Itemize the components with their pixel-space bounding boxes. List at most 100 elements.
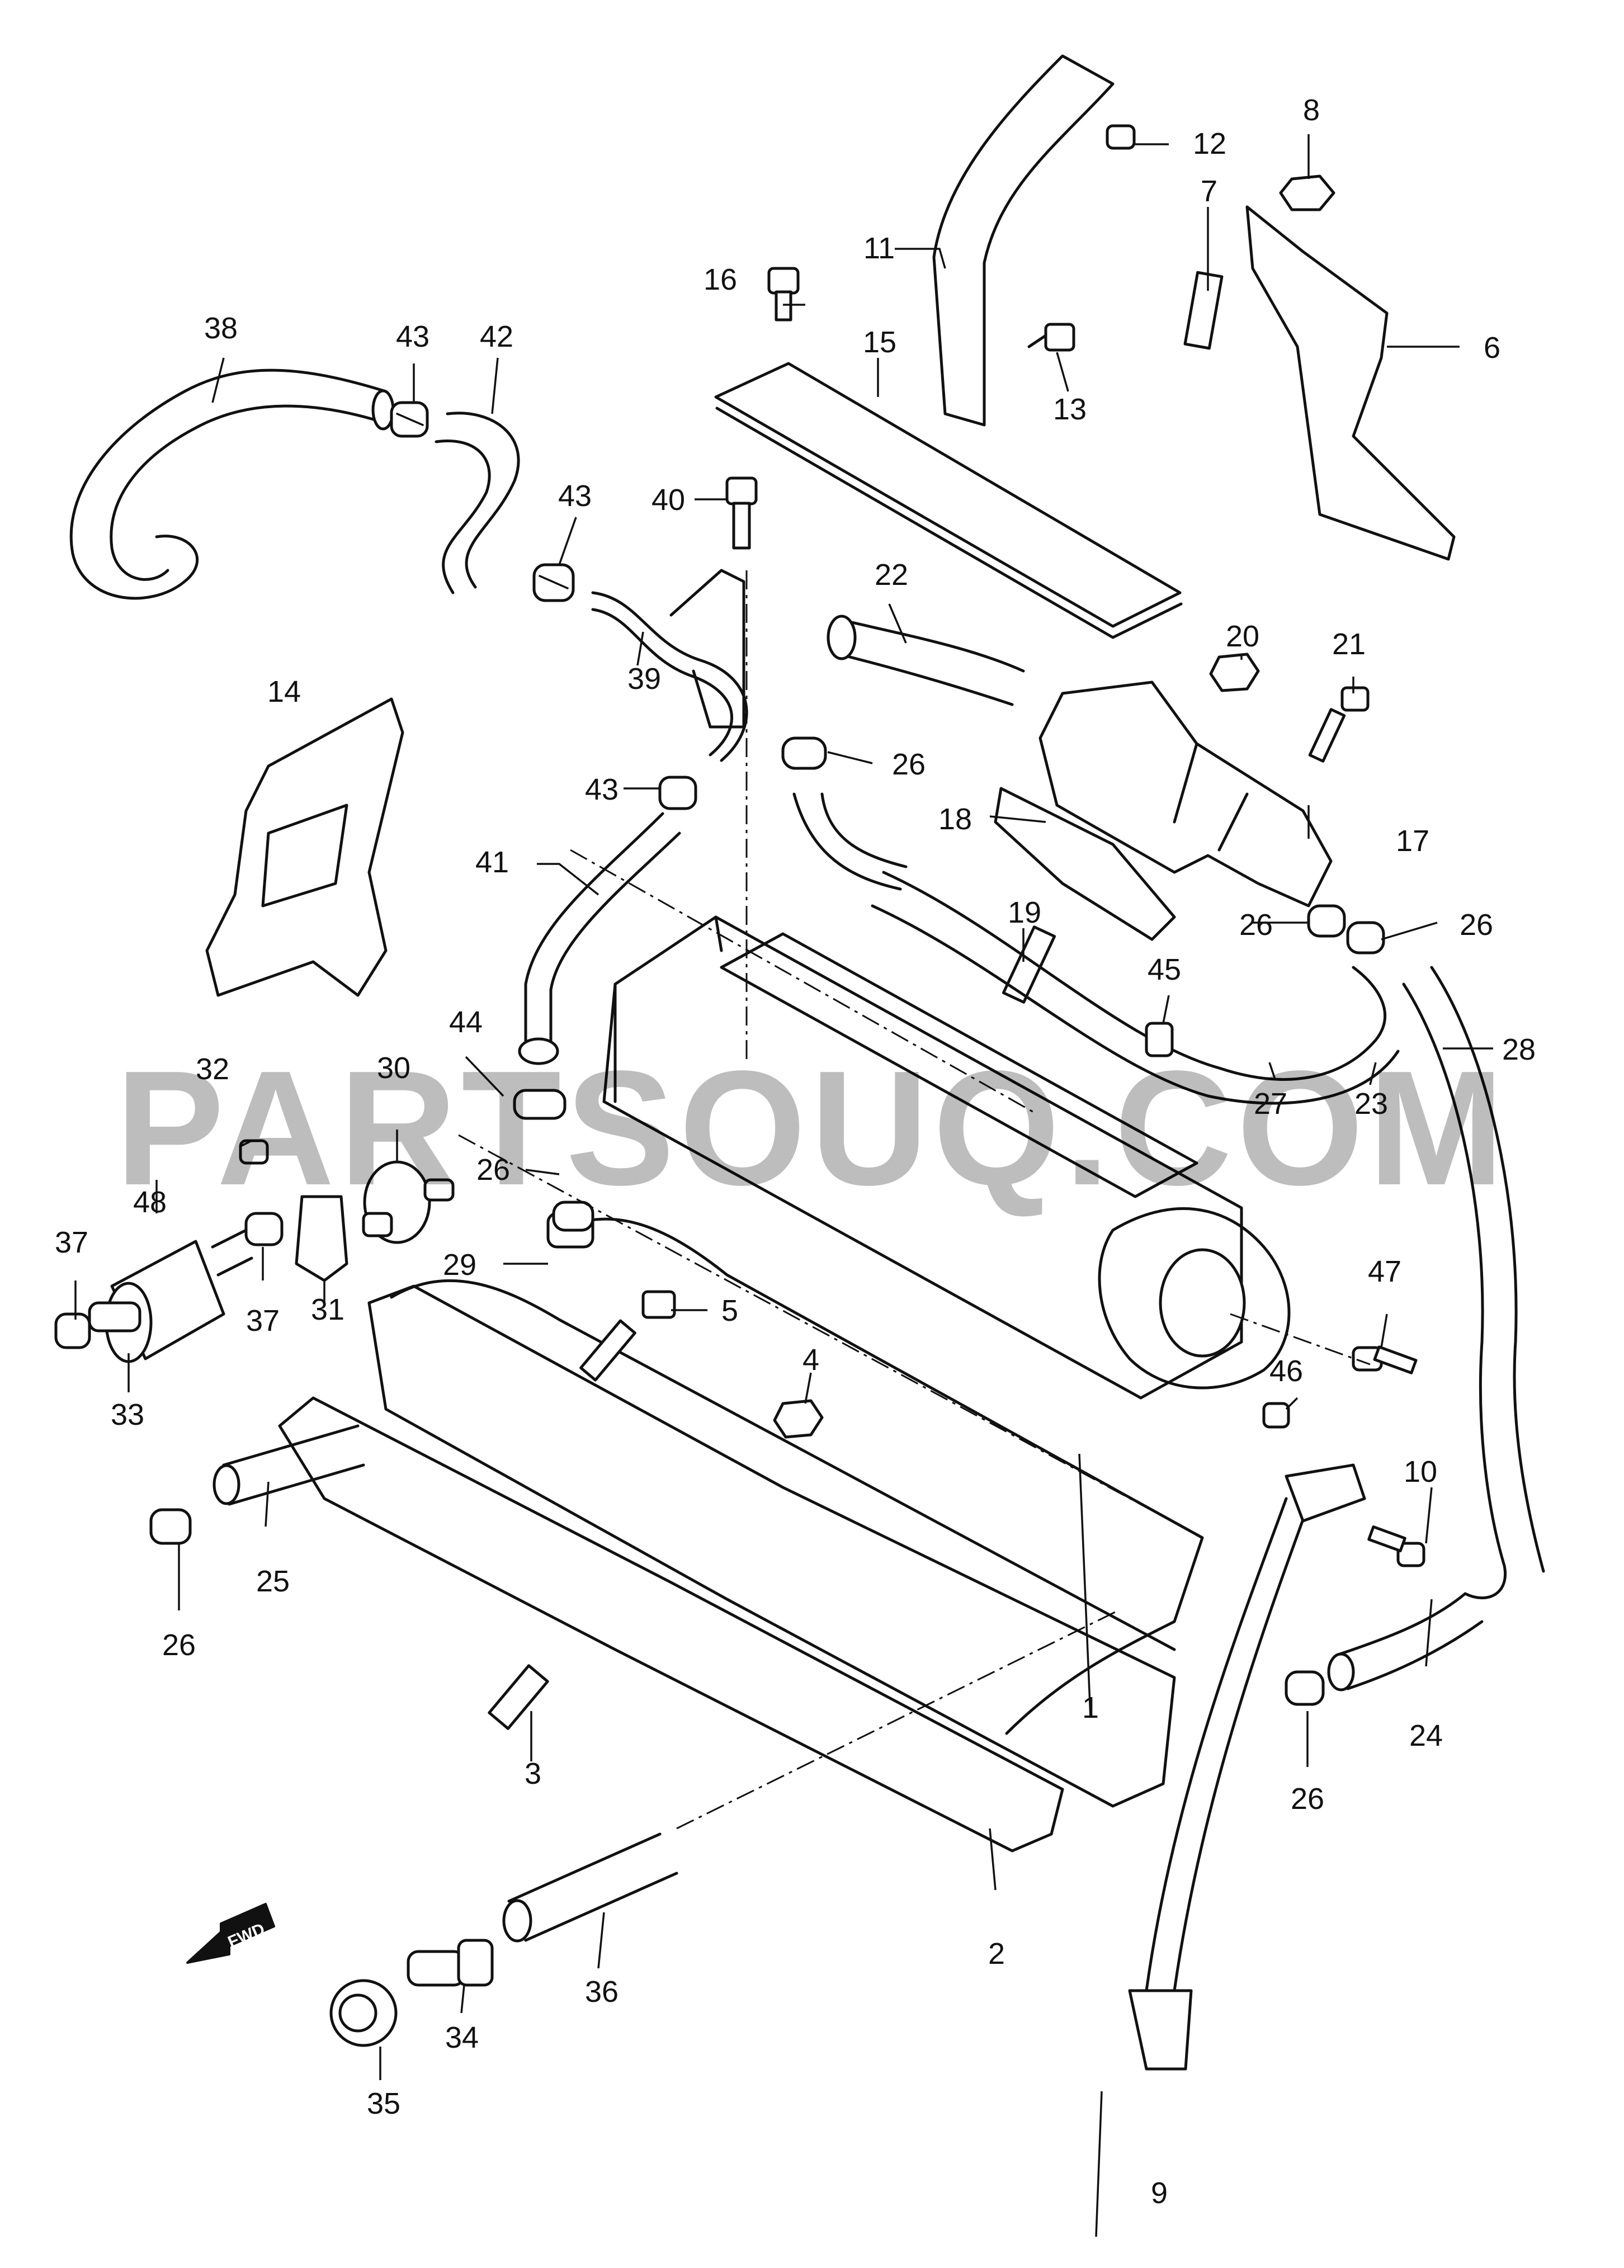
pipe-25: [222, 1424, 365, 1506]
callout-12: 12: [1193, 127, 1226, 160]
ground-wire-9-terminal: [1128, 1989, 1193, 2071]
clamp-26-e: [149, 1508, 192, 1545]
hose-41: [524, 812, 681, 1053]
callout-35: 35: [367, 2087, 400, 2120]
clamp-26-a: [781, 736, 827, 770]
callout-46: 46: [1269, 1354, 1303, 1388]
hose-22: [837, 619, 1025, 706]
clamp-37-right: [244, 1212, 284, 1246]
callout-5: 5: [721, 1294, 738, 1327]
watermark-text: PARTSOUQ.COM: [115, 1037, 1508, 1219]
callout-43-a: 43: [396, 320, 429, 353]
callout-21: 21: [1332, 627, 1366, 661]
callout-8: 8: [1303, 93, 1320, 127]
callout-33: 33: [111, 1398, 144, 1431]
callout-36: 36: [585, 1975, 619, 2009]
sleeve-45: [1145, 1022, 1174, 1057]
clamp-26-d: [552, 1201, 594, 1232]
callout-30: 30: [377, 1051, 410, 1085]
callout-7: 7: [1201, 174, 1217, 208]
fwd-direction-badge: FWD: [186, 1903, 275, 1964]
callout-25: 25: [256, 1565, 290, 1598]
callout-26-b: 26: [1239, 908, 1273, 942]
callout-26-d: 26: [476, 1153, 510, 1187]
nut-4: [773, 1399, 824, 1439]
pipe-25-end: [213, 1464, 240, 1505]
callout-19: 19: [1008, 896, 1041, 929]
manifold-flange: [367, 1284, 1176, 1808]
callout-26-f: 26: [1291, 1782, 1324, 1816]
callout-14: 14: [267, 675, 301, 708]
ground-wire-9-lug: [1285, 1463, 1366, 1523]
canister-48: [105, 1228, 253, 1363]
callout-26-e: 26: [162, 1628, 196, 1662]
callout-24: 24: [1409, 1719, 1443, 1752]
bracket-14: [205, 697, 404, 997]
clamp-43-top: [390, 401, 429, 438]
nut-8: [1279, 174, 1335, 211]
alignment-lines: [458, 570, 1371, 1830]
clamp-26-f: [1285, 1670, 1325, 1706]
fitting-34: [407, 1939, 494, 1987]
hose-26-upper: [792, 792, 908, 891]
hose-27: [871, 871, 1400, 1105]
part-drawings: [54, 54, 1545, 2071]
callout-43-b: 43: [558, 479, 592, 513]
callout-26-c: 26: [1460, 908, 1493, 942]
callout-26-a: 26: [892, 748, 926, 781]
callout-4: 4: [802, 1343, 819, 1377]
clamp-44: [513, 1089, 566, 1120]
callout-23: 23: [1354, 1087, 1388, 1121]
callout-16: 16: [704, 263, 737, 296]
callout-10: 10: [1404, 1455, 1437, 1489]
hose-42: [435, 412, 520, 594]
callout-27: 27: [1254, 1087, 1287, 1121]
callout-34: 34: [445, 2021, 479, 2054]
clamp-26-b: [1307, 904, 1346, 938]
callout-28: 28: [1502, 1033, 1536, 1066]
callout-40: 40: [652, 483, 685, 517]
screw-32: [239, 1139, 269, 1165]
hose-41-end: [518, 1037, 559, 1065]
cover-plate-15: [714, 362, 1183, 639]
callout-6: 6: [1484, 331, 1500, 365]
callout-29: 29: [443, 1248, 476, 1282]
bracket-11: [932, 54, 1115, 427]
callout-3: 3: [525, 1757, 541, 1790]
hose-24: [1335, 1592, 1484, 1690]
screw-16: [767, 267, 800, 322]
callout-38: 38: [204, 311, 238, 345]
clamp-37-left: [54, 1312, 91, 1349]
clamp-43-mid: [532, 563, 575, 602]
callout-11: 11: [863, 231, 895, 265]
callout-32: 32: [196, 1052, 229, 1086]
leader-lines: [74, 134, 1493, 2237]
valve-17: [1038, 681, 1333, 908]
gasket-18: [994, 787, 1176, 941]
bracket-6: [1245, 205, 1456, 561]
pipe-36-end: [502, 1899, 532, 1943]
callout-47: 47: [1368, 1255, 1401, 1288]
callout-39: 39: [627, 662, 661, 696]
callout-labels: 1 2 3 4 5 6 7 8 9 10 11 12 13 14 15 16 1…: [55, 93, 1536, 2210]
callout-18: 18: [938, 802, 972, 836]
pipe-36: [507, 1832, 678, 1942]
bracket-31: [295, 1195, 348, 1282]
callout-41: 41: [475, 845, 509, 879]
callout-45: 45: [1148, 953, 1181, 986]
bolt-47: [1352, 1345, 1418, 1374]
clamp-26-c: [1346, 921, 1385, 955]
hose-22-end: [827, 615, 857, 660]
bolt-40: [725, 476, 758, 550]
hose-38: [69, 368, 395, 600]
nipple-33: [88, 1301, 141, 1333]
stud-7: [1183, 271, 1224, 350]
throttle-body: [1098, 1207, 1291, 1390]
callout-48: 48: [133, 1185, 167, 1219]
callout-22: 22: [875, 558, 908, 592]
callout-1: 1: [1082, 1691, 1099, 1724]
callout-44: 44: [449, 1005, 483, 1039]
callout-9: 9: [1151, 2176, 1168, 2210]
clamp-43-low: [658, 776, 697, 810]
